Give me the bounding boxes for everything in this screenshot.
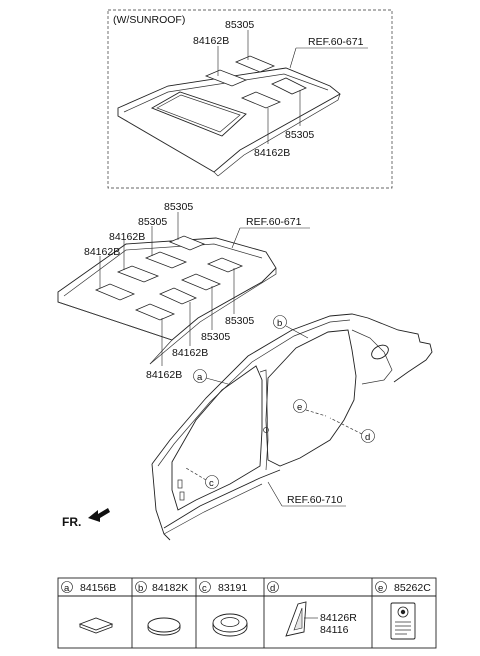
roof-label: 84162B — [172, 347, 208, 359]
parts-table: a 84156B b 84182K c 83191 d 84126R 84116 — [57, 577, 437, 649]
roof-pad — [94, 283, 136, 301]
roof-label: 85305 — [164, 201, 193, 213]
roof-pad — [206, 257, 244, 273]
side-outer-panel — [151, 313, 433, 541]
table-cell-c-letter: c — [202, 583, 207, 594]
callout-b-circle — [273, 315, 287, 329]
callout-e: e — [297, 402, 302, 413]
callout-b: b — [277, 318, 282, 329]
roof-label: 85305 — [225, 315, 254, 327]
label-sticker-icon — [390, 602, 416, 640]
table-cell-d-part-2: 84116 — [320, 624, 349, 636]
roof-pad — [180, 273, 222, 291]
callout-d: d — [365, 432, 370, 443]
grommet-icon — [212, 613, 248, 637]
table-cell-b-letter: b — [138, 583, 143, 594]
table-cell-e-part: 85262C — [394, 582, 431, 594]
table-cell-d-circle — [267, 581, 279, 593]
table-cell-a-letter: a — [64, 583, 70, 594]
roof-pad — [168, 235, 206, 251]
table-cell-a-part: 84156B — [80, 582, 116, 594]
roof-label: 84162B — [146, 369, 182, 381]
table-border — [57, 577, 437, 649]
callout-d-circle — [361, 429, 375, 443]
table-cell-e-circle — [375, 581, 387, 593]
table-cell-c-part: 83191 — [218, 582, 247, 594]
roof-pad — [134, 303, 176, 321]
sunroof-opening — [150, 91, 247, 137]
roof-pad — [159, 287, 197, 305]
sunroof-label-85305-right: 85305 — [285, 129, 314, 141]
sunroof-label-85305-top: 85305 — [225, 19, 254, 31]
leader — [289, 47, 297, 69]
roof-pad — [116, 265, 160, 283]
fuel-door — [371, 344, 389, 360]
roof-label: 85305 — [201, 331, 230, 343]
round-plug-icon — [147, 617, 181, 636]
callout-e-circle — [293, 399, 307, 413]
sunroof-ref: REF.60-671 — [308, 36, 364, 48]
table-cell-d-letter: d — [270, 583, 275, 594]
sunroof-roof-panel — [117, 55, 341, 177]
front-door-opening — [171, 365, 263, 511]
front-label: FR. — [62, 515, 81, 529]
callout-a: a — [197, 372, 203, 383]
leader — [205, 377, 229, 385]
triangle-pad-icon — [285, 601, 307, 637]
side-panel-section: a b c d e REF.60-710 — [151, 313, 433, 541]
roof-label: 85305 — [138, 216, 167, 228]
roof-ref: REF.60-671 — [246, 216, 302, 228]
sunroof-section: (W/SUNROOF) 85305 84162B 85305 84162B RE… — [107, 9, 393, 189]
pad-square-icon — [78, 617, 114, 631]
sunroof-title: (W/SUNROOF) — [113, 14, 185, 26]
roof-panel — [57, 235, 277, 365]
table-cell-a-circle — [61, 581, 73, 593]
side-ref: REF.60-710 — [287, 494, 343, 506]
front-indicator: FR. — [62, 508, 110, 529]
front-arrow-icon — [88, 508, 110, 522]
roof-label: 84162B — [109, 231, 145, 243]
table-cell-d-part-1: 84126R — [320, 612, 357, 624]
pad-84162b-top — [204, 69, 248, 87]
table-cell-b-circle — [135, 581, 147, 593]
callout-c-circle — [205, 475, 219, 489]
table-cell-b-part: 84182K — [152, 582, 188, 594]
callout-a-circle — [193, 369, 207, 383]
leader — [185, 467, 207, 481]
roof-label: 84162B — [84, 246, 120, 258]
roof-pad — [144, 251, 188, 269]
sunroof-label-84162b-top: 84162B — [193, 35, 229, 47]
pad-84162b-right — [240, 91, 282, 109]
leader — [231, 227, 241, 249]
roof-section: 85305 85305 84162B 84162B 85305 85305 84… — [57, 201, 310, 381]
leader — [305, 409, 327, 417]
callout-c: c — [209, 478, 214, 489]
leader — [285, 325, 309, 339]
pad-85305-top — [234, 55, 276, 73]
sunroof-dashed-box — [107, 9, 393, 189]
pad-85305-right — [271, 77, 307, 95]
leader — [267, 481, 283, 507]
table-cell-c-circle — [199, 581, 211, 593]
rear-door-opening — [265, 329, 357, 467]
sunroof-label-84162b-right: 84162B — [254, 147, 290, 159]
leader — [329, 417, 363, 435]
table-cell-e-letter: e — [378, 583, 383, 594]
